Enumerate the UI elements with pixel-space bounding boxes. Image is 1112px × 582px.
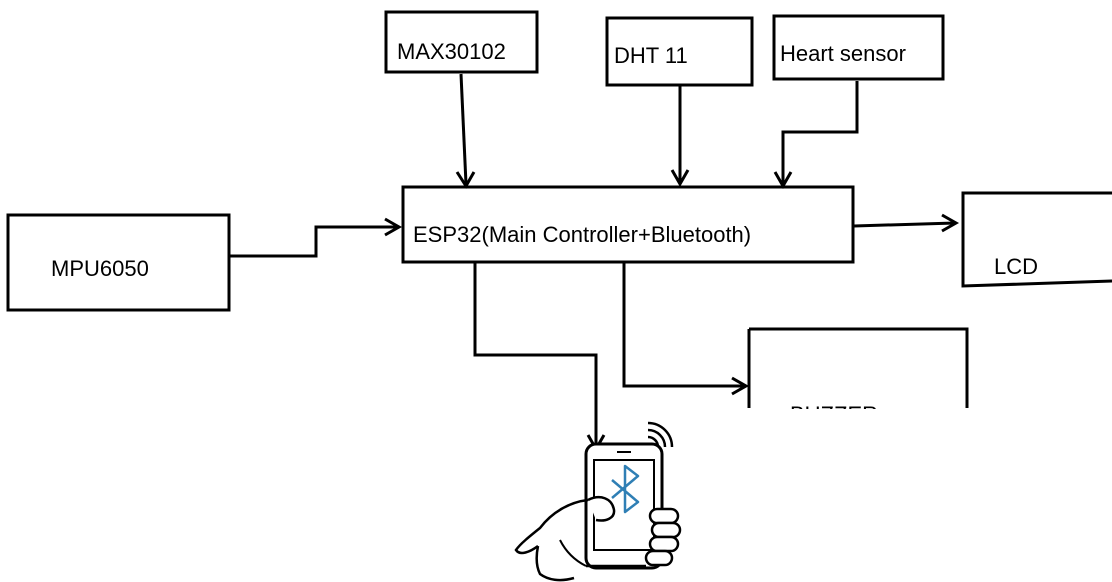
max30102-label: MAX30102 xyxy=(397,39,506,64)
connector-mpu6050-to-esp32 xyxy=(230,217,403,258)
mpu6050-label: MPU6050 xyxy=(51,256,149,281)
lcd-label: LCD xyxy=(994,254,1038,279)
bluetooth-icon xyxy=(611,464,640,514)
esp32-label: ESP32(Main Controller+Bluetooth) xyxy=(413,222,751,247)
connector-dht11-to-esp32 xyxy=(670,86,690,188)
buzzer-block: BUZZER xyxy=(747,327,969,427)
connector-heart-sensor-to-esp32 xyxy=(773,81,859,190)
mpu6050-block: MPU6050 xyxy=(6,213,231,312)
esp32-block: ESP32(Main Controller+Bluetooth) xyxy=(401,185,855,264)
connector-esp32-to-buzzer xyxy=(622,263,750,396)
connector-esp32-to-lcd xyxy=(853,213,960,233)
max30102-block: MAX30102 xyxy=(384,10,539,74)
heart-sensor-label: Heart sensor xyxy=(780,41,906,66)
buzzer-label: BUZZER xyxy=(790,402,878,427)
connector-max30102-to-esp32 xyxy=(455,73,476,189)
dht11-label: DHT 11 xyxy=(614,43,688,68)
lcd-block: LCD xyxy=(961,191,1112,288)
dht11-block: DHT 11 xyxy=(605,16,754,87)
smartphone-bluetooth-in-hand-icon xyxy=(514,421,682,582)
connector-esp32-to-phone xyxy=(473,263,606,453)
heart-sensor-block: Heart sensor xyxy=(772,14,945,81)
